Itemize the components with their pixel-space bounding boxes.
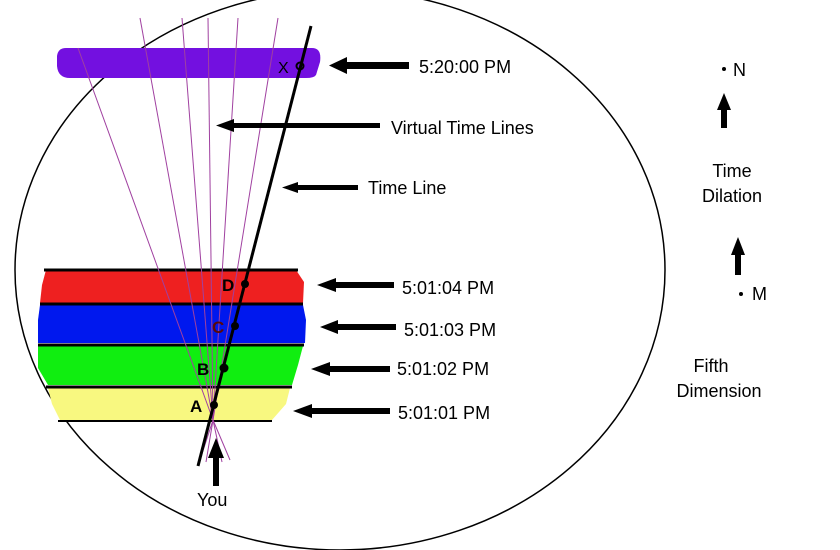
- virtual-time-line: [212, 17, 279, 421]
- north-dot: [722, 67, 726, 71]
- band-d-time-label: 5:01:04 PM: [402, 278, 494, 298]
- band-b-time-label: 5:01:02 PM: [397, 359, 489, 379]
- arrow-virtual-time-lines: [216, 119, 380, 132]
- main-time-line: [196, 25, 313, 467]
- fifth-dimension-label-line2: Dimension: [676, 381, 761, 401]
- yellow-time-band: [48, 388, 290, 420]
- virtual-time-lines: [77, 17, 279, 463]
- point-d-label: D: [222, 276, 234, 295]
- band-a-time-label: 5:01:01 PM: [398, 403, 490, 423]
- m-label: M: [752, 284, 767, 304]
- virtual-time-line: [77, 47, 214, 421]
- point-b-dot: [219, 363, 229, 373]
- point-x-dot: [295, 61, 305, 71]
- green-time-band: [38, 346, 303, 385]
- point-a-dot: [210, 401, 218, 409]
- virtual-time-line: [212, 17, 239, 421]
- point-d-dot: [241, 280, 249, 288]
- band-c-time-label: 5:01:03 PM: [404, 320, 496, 340]
- top-time-label: 5:20:00 PM: [419, 57, 511, 77]
- blue-time-band: [38, 305, 306, 343]
- point-c-dot: [231, 322, 239, 330]
- you-label: You: [197, 490, 227, 510]
- north-label: N: [733, 60, 746, 80]
- virtual-time-line: [207, 17, 214, 421]
- arrow-band-b: [311, 362, 390, 376]
- arrow-time-line: [282, 182, 358, 193]
- arrow-up-to-n: [717, 93, 731, 128]
- point-c-label: C: [212, 318, 224, 337]
- arrow-top-time: [329, 57, 409, 74]
- point-b-label: B: [197, 360, 209, 379]
- virtual-time-lines-label: Virtual Time Lines: [391, 118, 534, 138]
- virtual-time-line: [139, 17, 214, 421]
- point-x-label: X: [278, 60, 289, 77]
- virtual-time-line: [181, 17, 214, 421]
- arrow-band-d: [317, 278, 394, 292]
- m-dot: [739, 292, 743, 296]
- arrow-up-from-m: [731, 237, 745, 275]
- time-dilation-label-line2: Dilation: [702, 186, 762, 206]
- fifth-dimension-label-line1: Fifth: [693, 356, 728, 376]
- arrow-band-c: [320, 320, 396, 334]
- virtual-time-line: [212, 419, 231, 461]
- time-line-label: Time Line: [368, 178, 446, 198]
- point-a-label: A: [190, 397, 202, 416]
- purple-time-band: [57, 48, 321, 78]
- dimension-boundary-ellipse: [14, 0, 666, 550]
- virtual-time-line: [205, 419, 214, 463]
- red-time-band: [40, 270, 304, 303]
- time-dilation-label-line1: Time: [712, 161, 751, 181]
- arrow-band-a: [293, 404, 390, 418]
- arrow-you: [208, 438, 224, 486]
